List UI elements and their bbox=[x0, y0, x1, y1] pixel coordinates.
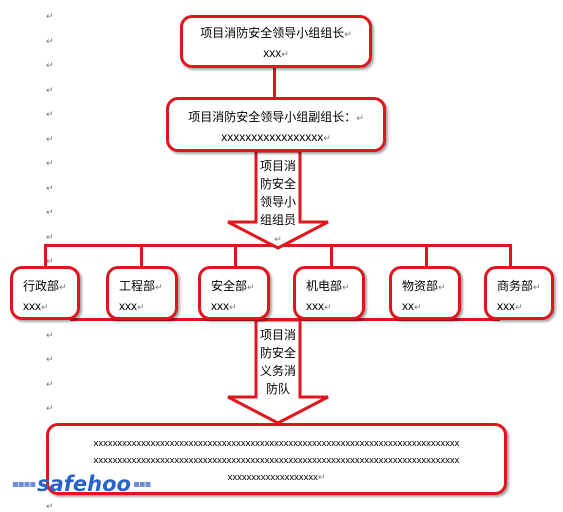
paragraph-mark: ↵ bbox=[247, 283, 255, 293]
paragraph-mark: ↵ bbox=[46, 355, 54, 365]
department-drop-5 bbox=[425, 244, 428, 268]
logo-dots-left: ▪▪▪▪ bbox=[12, 478, 36, 490]
paragraph-mark: ↵ bbox=[229, 303, 237, 313]
volunteer-line: xxxxxxxxxxxxxxxxxxxxxxxxxxxxxxxxxxxxxxxx… bbox=[93, 438, 460, 449]
volunteer-team-box: xxxxxxxxxxxxxxxxxxxxxxxxxxxxxxxxxxxxxxxx… bbox=[46, 423, 507, 495]
paragraph-mark: ↵ bbox=[356, 114, 364, 124]
arrow-label-line: 防安全 bbox=[259, 177, 296, 191]
arrow-label-line: 防队 bbox=[265, 382, 290, 396]
arrow-label-volunteers: 项目消 防安全 义务消 防队 bbox=[257, 326, 299, 398]
paragraph-mark: ↵ bbox=[46, 85, 54, 96]
paragraph-mark: ↵ bbox=[155, 283, 163, 293]
department-person: xxx bbox=[119, 299, 137, 313]
arrow-label-line: 组组员 bbox=[259, 213, 296, 227]
department-box: 行政部↵ xxx↵ bbox=[10, 266, 80, 320]
department-person: xxx bbox=[497, 299, 515, 313]
paragraph-mark: ↵ bbox=[46, 36, 54, 47]
arrow-label-line: 项目消 bbox=[259, 328, 296, 342]
department-person: xxx bbox=[23, 299, 41, 313]
department-name: 物资部 bbox=[402, 279, 439, 293]
department-person: xxx bbox=[306, 299, 324, 313]
department-box: 物资部↵ xx↵ bbox=[389, 266, 461, 320]
paragraph-mark: ↵ bbox=[46, 502, 54, 512]
department-name: 机电部 bbox=[306, 279, 343, 293]
paragraph-mark: ↵ bbox=[438, 283, 446, 293]
paragraph-mark: ↵ bbox=[46, 12, 54, 22]
volunteer-line: xxxxxxxxxxxxxxxxxxx bbox=[227, 472, 318, 483]
paragraph-mark: ↵ bbox=[137, 303, 145, 313]
department-box: 安全部↵ xxx↵ bbox=[198, 266, 270, 320]
department-drop-1 bbox=[44, 244, 47, 268]
paragraph-mark: ↵ bbox=[46, 110, 54, 120]
deputy-title: 项目消防安全领导小组副组长： bbox=[188, 110, 357, 124]
arrow-label-line: 领导小 bbox=[259, 195, 296, 209]
paragraph-mark: ↵ bbox=[46, 330, 54, 341]
volunteer-line: xxxxxxxxxxxxxxxxxxxxxxxxxxxxxxxxxxxxxxxx… bbox=[93, 455, 460, 466]
logo-dots-right: ▪▪▪ bbox=[132, 478, 151, 490]
paragraph-mark: ↵ bbox=[46, 404, 54, 414]
department-box: 机电部↵ xxx↵ bbox=[293, 266, 365, 320]
department-name: 安全部 bbox=[211, 279, 248, 293]
paragraph-mark: ↵ bbox=[324, 303, 332, 313]
down-arrow-volunteers bbox=[227, 319, 329, 425]
down-arrow-members bbox=[227, 150, 329, 250]
arrow-label-members: 项目消 防安全 领导小 组组员 ↵ bbox=[257, 157, 299, 249]
department-box: 商务部↵ xxx↵ bbox=[484, 266, 554, 320]
paragraph-mark: ↵ bbox=[515, 303, 523, 313]
paragraph-mark: ↵ bbox=[323, 134, 331, 144]
department-drop-3 bbox=[234, 244, 237, 268]
paragraph-mark: ↵ bbox=[46, 159, 54, 169]
paragraph-mark: ↵ bbox=[46, 257, 54, 267]
arrow-label-line: 防安全 bbox=[259, 346, 296, 360]
department-name: 商务部 bbox=[497, 279, 534, 293]
department-name: 工程部 bbox=[119, 279, 156, 293]
paragraph-mark: ↵ bbox=[414, 303, 422, 313]
paragraph-mark: ↵ bbox=[46, 61, 54, 71]
paragraph-mark: ↵ bbox=[274, 235, 282, 245]
paragraph-mark: ↵ bbox=[46, 232, 54, 243]
paragraph-mark: ↵ bbox=[59, 283, 67, 293]
paragraph-mark: ↵ bbox=[533, 283, 541, 293]
paragraph-mark: ↵ bbox=[41, 303, 49, 313]
department-person: xxx bbox=[211, 299, 229, 313]
department-person: xx bbox=[402, 299, 414, 313]
leader-title: 项目消防安全领导小组组长 bbox=[200, 26, 345, 40]
deputy-name: xxxxxxxxxxxxxxxxx bbox=[221, 130, 324, 144]
paragraph-mark: ↵ bbox=[46, 134, 54, 145]
arrow-label-line: 义务消 bbox=[259, 364, 296, 378]
department-box: 工程部↵ xxx↵ bbox=[106, 266, 178, 320]
logo-wordmark: safehoo bbox=[37, 472, 131, 496]
department-drop-6 bbox=[509, 244, 512, 268]
paragraph-mark: ↵ bbox=[344, 30, 352, 40]
connector-leader-deputy bbox=[273, 66, 276, 98]
department-name: 行政部 bbox=[23, 279, 60, 293]
safehoo-logo: ▪▪▪▪ safehoo ▪▪▪ bbox=[12, 472, 151, 496]
paragraph-mark: ↵ bbox=[342, 283, 350, 293]
leader-box: 项目消防安全领导小组组长↵ xxx↵ bbox=[180, 15, 372, 68]
arrow-label-line: 项目消 bbox=[259, 159, 296, 173]
paragraph-mark: ↵ bbox=[281, 50, 289, 60]
paragraph-mark: ↵ bbox=[46, 379, 54, 390]
deputy-box: 项目消防安全领导小组副组长：↵ xxxxxxxxxxxxxxxxx↵ bbox=[166, 97, 386, 152]
paragraph-mark: ↵ bbox=[46, 208, 54, 218]
department-drop-2 bbox=[140, 244, 143, 268]
leader-name: xxx bbox=[263, 46, 282, 60]
department-drop-4 bbox=[330, 244, 333, 268]
paragraph-mark: ↵ bbox=[46, 183, 54, 194]
paragraph-mark: ↵ bbox=[317, 473, 326, 483]
